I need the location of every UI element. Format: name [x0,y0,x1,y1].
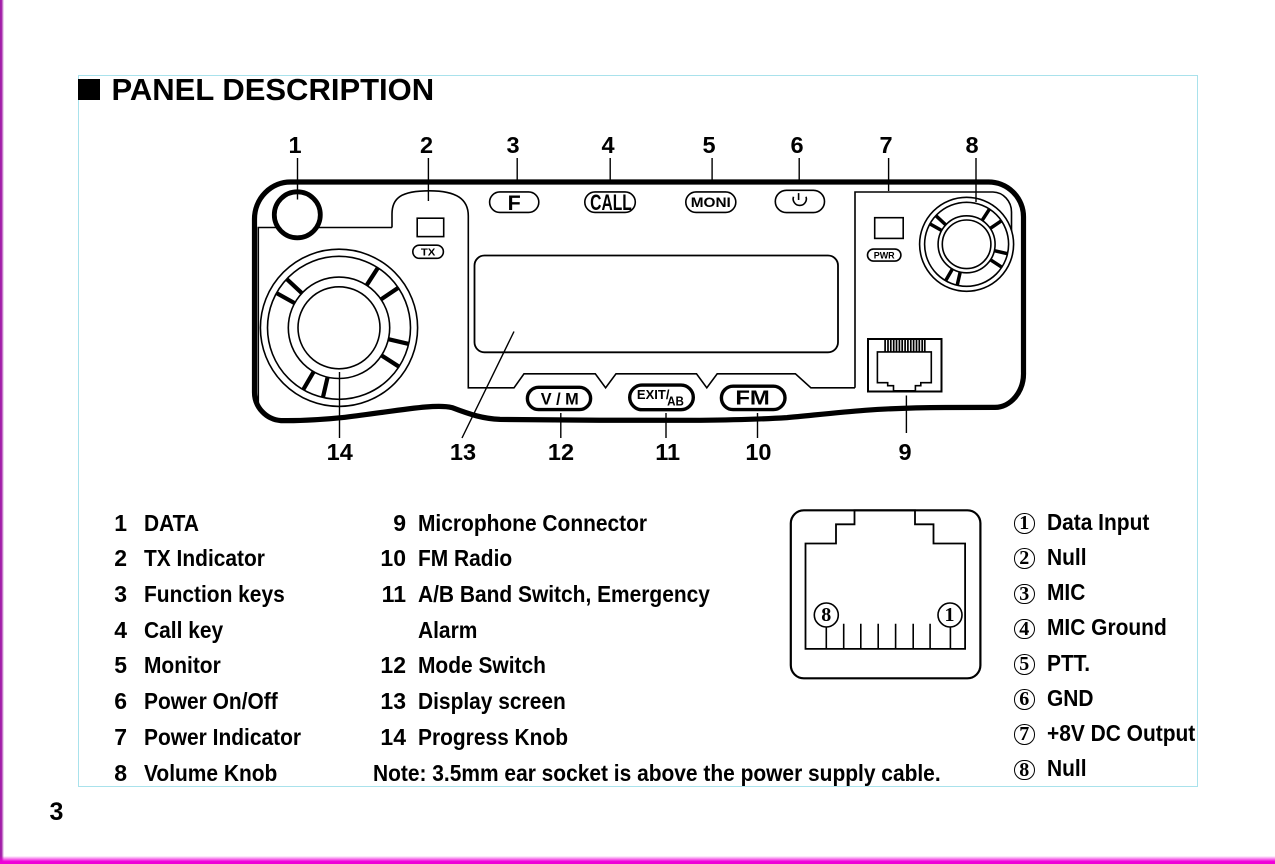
svg-text:7: 7 [879,132,892,158]
svg-text:14: 14 [327,439,353,465]
svg-text:3: 3 [506,132,519,158]
svg-text:EXIT/: EXIT/ [637,388,670,402]
svg-text:TX: TX [421,246,436,258]
svg-text:FM: FM [735,388,770,410]
svg-text:11: 11 [655,439,680,465]
svg-text:6: 6 [790,132,803,158]
svg-text:5: 5 [702,132,715,158]
svg-text:CALL: CALL [590,190,632,215]
svg-text:MONI: MONI [691,195,731,210]
svg-text:10: 10 [745,439,771,465]
svg-text:1: 1 [945,604,955,626]
svg-text:12: 12 [548,439,574,465]
svg-text:2: 2 [420,132,433,158]
svg-text:AB: AB [667,395,684,409]
svg-text:9: 9 [898,439,911,465]
svg-text:13: 13 [450,439,476,465]
svg-text:4: 4 [601,132,614,158]
svg-text:8: 8 [821,604,831,626]
svg-text:1: 1 [288,132,301,158]
svg-text:V / M: V / M [541,390,579,409]
svg-text:8: 8 [965,132,978,158]
svg-text:F: F [508,191,521,215]
svg-text:PWR: PWR [874,251,895,262]
